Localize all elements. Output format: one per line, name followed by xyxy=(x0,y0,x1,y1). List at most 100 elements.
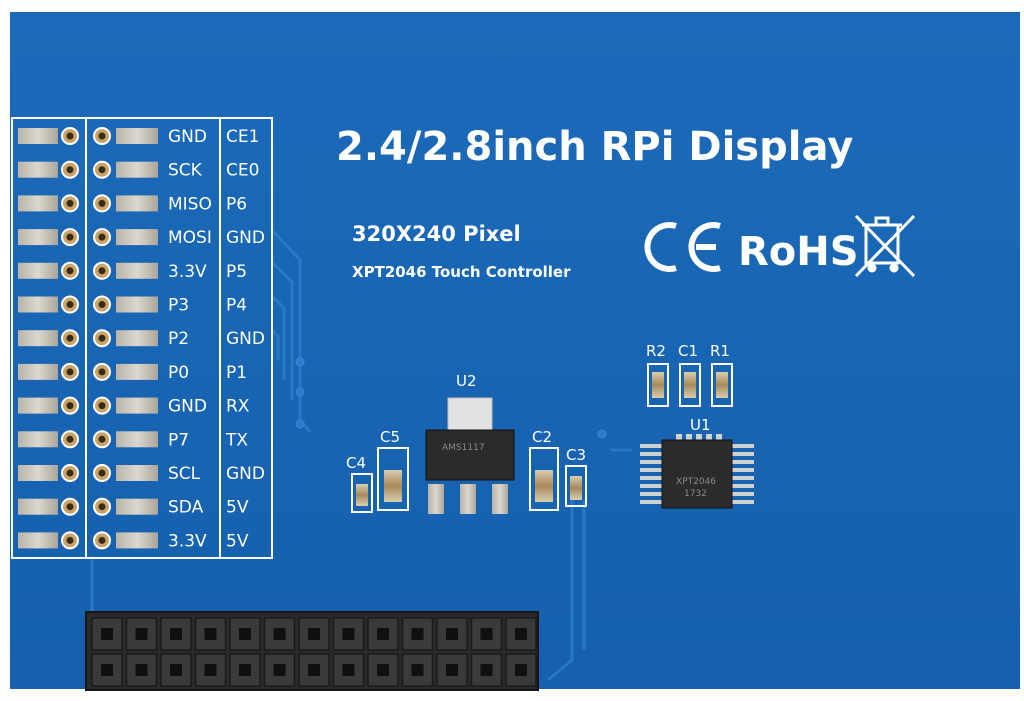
ic-pin xyxy=(730,452,754,456)
rohs-mark: RoHS xyxy=(738,229,859,275)
header-socket-hole xyxy=(308,628,320,640)
solder-pad xyxy=(116,195,158,212)
pin-hole-center xyxy=(98,469,106,477)
pin-hole-center xyxy=(66,402,74,410)
header-socket-hole xyxy=(101,664,113,676)
gpio-header xyxy=(85,611,539,691)
pin-label-left: MISO xyxy=(168,194,212,214)
solder-pad xyxy=(18,262,58,279)
label-u1: U1 xyxy=(690,416,711,434)
header-socket-hole xyxy=(342,628,355,640)
ic-pin xyxy=(730,444,754,448)
header-socket-hole xyxy=(239,628,251,640)
solder-pad xyxy=(18,296,58,313)
header-socket-hole xyxy=(411,628,424,640)
solder-pad xyxy=(18,465,58,481)
pin-label-right: CE1 xyxy=(226,127,259,147)
pin-table xyxy=(11,117,273,559)
pin-label-left: P7 xyxy=(168,430,189,450)
solder-pad xyxy=(18,363,58,380)
touch-controller-pins xyxy=(640,434,754,504)
ic-pin xyxy=(640,492,664,496)
pin-label-left: SCL xyxy=(168,464,201,484)
pin-hole-center xyxy=(66,132,74,140)
touch-controller-date: 1732 xyxy=(684,489,707,499)
pin-hole-center xyxy=(98,435,106,443)
passives-r2-c1-r1 xyxy=(647,363,733,407)
pin-hole-center xyxy=(98,368,106,376)
label-c3: C3 xyxy=(566,446,586,464)
regulator-marking: AMS1117 xyxy=(442,443,485,453)
pin-hole-center xyxy=(66,435,74,443)
pin-label-right: 5V xyxy=(226,498,249,518)
pin-label-right: CE0 xyxy=(226,161,259,181)
pin-hole-center xyxy=(66,368,74,376)
board-title: 2.4/2.8inch RPi Display xyxy=(336,124,853,170)
solder-pad xyxy=(18,431,58,448)
label-c4: C4 xyxy=(346,454,366,472)
label-c1: C1 xyxy=(678,342,698,360)
solder-pad xyxy=(116,431,158,448)
solder-pad xyxy=(18,397,58,414)
pin-label-left: 3.3V xyxy=(168,531,207,551)
pin-hole-center xyxy=(66,233,74,241)
ic-pin xyxy=(640,500,664,504)
ic-pin xyxy=(730,460,754,464)
pin-hole-center xyxy=(98,132,106,140)
header-socket-hole xyxy=(135,628,148,640)
solder-pad xyxy=(116,296,158,313)
pin-label-right: GND xyxy=(226,464,265,484)
header-socket-hole xyxy=(377,628,389,640)
pin-label-left: 3.3V xyxy=(168,262,207,282)
header-socket-hole xyxy=(515,628,527,640)
capacitor-c3 xyxy=(565,465,587,507)
pin-hole-center xyxy=(98,166,106,174)
pin-label-left: P3 xyxy=(168,296,189,316)
pin-label-right: P4 xyxy=(226,296,247,316)
capacitor-c5 xyxy=(377,447,409,511)
header-socket-hole xyxy=(273,628,286,640)
header-socket-hole xyxy=(308,664,320,676)
capacitor-c4 xyxy=(351,473,373,513)
header-socket-hole xyxy=(446,664,458,676)
ic-pin xyxy=(686,434,692,442)
header-socket-hole xyxy=(204,664,217,676)
solder-pad xyxy=(116,532,158,549)
header-socket-hole xyxy=(204,628,217,640)
header-socket-hole xyxy=(480,628,493,640)
header-socket xyxy=(505,653,537,687)
pcb-traces xyxy=(90,228,632,682)
pin-hole-center xyxy=(98,503,106,511)
pin-hole-center xyxy=(66,267,74,275)
touch-controller-marking: XPT2046 xyxy=(676,477,716,487)
solder-pad xyxy=(116,498,158,515)
solder-pad xyxy=(18,532,58,549)
ic-pin xyxy=(730,500,754,504)
pin-hole-center xyxy=(66,334,74,342)
header-socket-hole xyxy=(342,664,355,676)
pin-label-left: P0 xyxy=(168,363,189,383)
pin-row: P3 P4 xyxy=(18,295,247,316)
pin-label-left: MOSI xyxy=(168,228,212,248)
vias xyxy=(295,357,607,439)
ic-pin xyxy=(730,468,754,472)
solder-pad xyxy=(116,330,158,347)
pin-label-right: P5 xyxy=(226,262,247,282)
solder-pad xyxy=(116,262,158,279)
touch-controller-u1: XPT2046 1732 xyxy=(661,439,733,509)
pin-hole-center xyxy=(66,469,74,477)
label-r1: R1 xyxy=(710,342,730,360)
pin-row: P7 TX xyxy=(18,430,248,450)
header-socket-hole xyxy=(273,664,286,676)
pin-label-right: TX xyxy=(225,430,248,450)
pin-hole-center xyxy=(98,334,106,342)
pin-hole-center xyxy=(98,199,106,207)
